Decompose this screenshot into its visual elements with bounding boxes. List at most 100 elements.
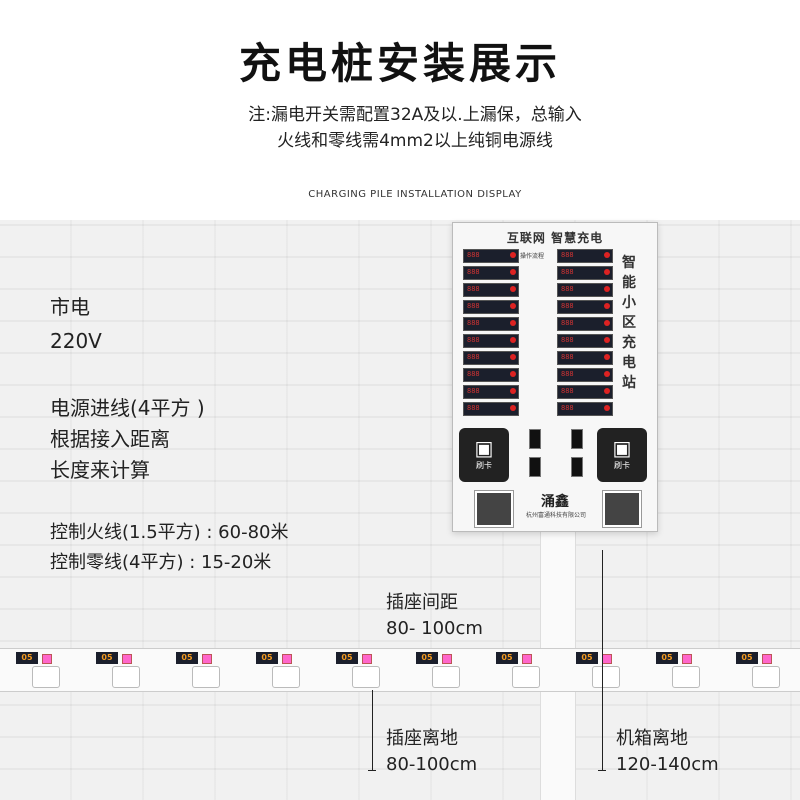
meter-display: 888 [463, 351, 519, 365]
socket-number-display: 05 [256, 652, 278, 664]
meter-display: 888 [463, 300, 519, 314]
operation-guide: 操作流程 [515, 251, 549, 260]
power-in-line-2: 根据接入距离 [50, 427, 170, 451]
socket-outlet[interactable]: 05 [96, 652, 154, 688]
switch-indicator [529, 429, 541, 449]
box-height-line [602, 550, 603, 770]
socket-number-display: 05 [736, 652, 758, 664]
socket-outlet[interactable]: 05 [176, 652, 234, 688]
meter-column-right: 888 888 888 888 888 888 888 888 888 888 [557, 249, 613, 419]
socket-indicator-icon [762, 654, 772, 664]
meter-display: 888 [463, 385, 519, 399]
socket-indicator-icon [282, 654, 292, 664]
header: 充电桩安装展示 注:漏电开关需配置32A及以.上漏保，总输入 火线和零线需4mm… [0, 0, 800, 230]
switch-indicator [571, 429, 583, 449]
brand-company: 杭州富通科技有限公司 [525, 512, 586, 519]
socket-number-display: 05 [16, 652, 38, 664]
operation-guide-title: 操作流程 [519, 253, 544, 260]
switch-indicator [571, 457, 583, 477]
socket-spacing-value: 80- 100cm [386, 618, 483, 639]
cabinet-header: 互联网 智慧充电 [506, 231, 604, 245]
socket-outlet[interactable]: 05 [496, 652, 554, 688]
socket-number-display: 05 [176, 652, 198, 664]
socket-number-display: 05 [336, 652, 358, 664]
socket-indicator-icon [682, 654, 692, 664]
outlet-icon [352, 666, 380, 688]
qr-code-left [474, 490, 514, 528]
socket-outlet[interactable]: 05 [256, 652, 314, 688]
socket-number-display: 05 [416, 652, 438, 664]
outlet-icon [512, 666, 540, 688]
socket-indicator-icon [202, 654, 212, 664]
socket-number-display: 05 [656, 652, 678, 664]
charging-cabinet: 互联网 智慧充电 888 888 888 888 888 888 888 888… [452, 222, 658, 532]
socket-indicator-icon [362, 654, 372, 664]
voltage-label: 220V [50, 329, 102, 353]
card-reader-right[interactable]: ▣ 刷卡 [597, 428, 647, 482]
socket-indicator-icon [442, 654, 452, 664]
wall-background [0, 220, 800, 800]
socket-outlet[interactable]: 05 [656, 652, 714, 688]
outlet-icon [272, 666, 300, 688]
meter-display: 888 [557, 368, 613, 382]
meter-display: 888 [557, 300, 613, 314]
socket-outlet[interactable]: 05 [736, 652, 794, 688]
control-live-label: 控制火线(1.5平方) : 60-80米 [50, 522, 289, 543]
socket-height-label: 插座离地 [386, 728, 458, 749]
card-reader-left[interactable]: ▣ 刷卡 [459, 428, 509, 482]
outlet-icon [752, 666, 780, 688]
socket-outlet[interactable]: 05 [336, 652, 394, 688]
mains-label: 市电 [50, 295, 90, 319]
meter-display: 888 [557, 351, 613, 365]
socket-outlet[interactable]: 05 [416, 652, 474, 688]
power-in-line-1: 电源进线(4平方 ) [50, 396, 205, 420]
meter-display: 888 [557, 402, 613, 416]
meter-display: 888 [557, 385, 613, 399]
meter-display: 888 [557, 334, 613, 348]
meter-display: 888 [463, 334, 519, 348]
socket-indicator-icon [122, 654, 132, 664]
qr-code-right [602, 490, 642, 528]
socket-height-line [372, 690, 373, 770]
meter-display: 888 [463, 283, 519, 297]
outlet-icon [432, 666, 460, 688]
power-in-line-3: 长度来计算 [50, 458, 150, 482]
meter-display: 888 [557, 283, 613, 297]
socket-number-display: 05 [496, 652, 518, 664]
page-title: 充电桩安装展示 [238, 39, 561, 88]
socket-indicator-icon [42, 654, 52, 664]
meter-display: 888 [463, 266, 519, 280]
dimension-tick [598, 770, 606, 771]
outlet-icon [192, 666, 220, 688]
subtitle: CHARGING PILE INSTALLATION DISPLAY [308, 189, 522, 200]
cabinet-side-text: 智能小区充电站 [622, 255, 636, 391]
outlet-icon [112, 666, 140, 688]
meter-display: 888 [463, 368, 519, 382]
meter-display: 888 [463, 249, 519, 263]
note-line-1: 注:漏电开关需配置32A及以.上漏保，总输入 [248, 105, 582, 125]
dimension-tick [368, 770, 376, 771]
socket-indicator-icon [602, 654, 612, 664]
outlet-icon [592, 666, 620, 688]
socket-number-display: 05 [96, 652, 118, 664]
box-height-label: 机箱离地 [616, 728, 688, 749]
meter-display: 888 [463, 317, 519, 331]
meter-display: 888 [557, 249, 613, 263]
outlet-icon [672, 666, 700, 688]
socket-height-value: 80-100cm [386, 754, 478, 775]
socket-outlet[interactable]: 05 [576, 652, 634, 688]
card-icon: ▣ [474, 436, 494, 460]
switch-indicator [529, 457, 541, 477]
card-reader-label: 刷卡 [614, 461, 630, 470]
meter-display: 888 [557, 266, 613, 280]
card-reader-label: 刷卡 [476, 461, 492, 470]
socket-spacing-label: 插座间距 [386, 592, 458, 613]
note-line-2: 火线和零线需4mm2以上纯铜电源线 [277, 131, 553, 151]
meter-display: 888 [557, 317, 613, 331]
card-icon: ▣ [612, 436, 632, 460]
control-neutral-label: 控制零线(4平方) : 15-20米 [50, 552, 272, 573]
meter-column-left: 888 888 888 888 888 888 888 888 888 888 [463, 249, 519, 419]
box-height-value: 120-140cm [616, 754, 719, 775]
meter-display: 888 [463, 402, 519, 416]
socket-outlet[interactable]: 05 [16, 652, 74, 688]
